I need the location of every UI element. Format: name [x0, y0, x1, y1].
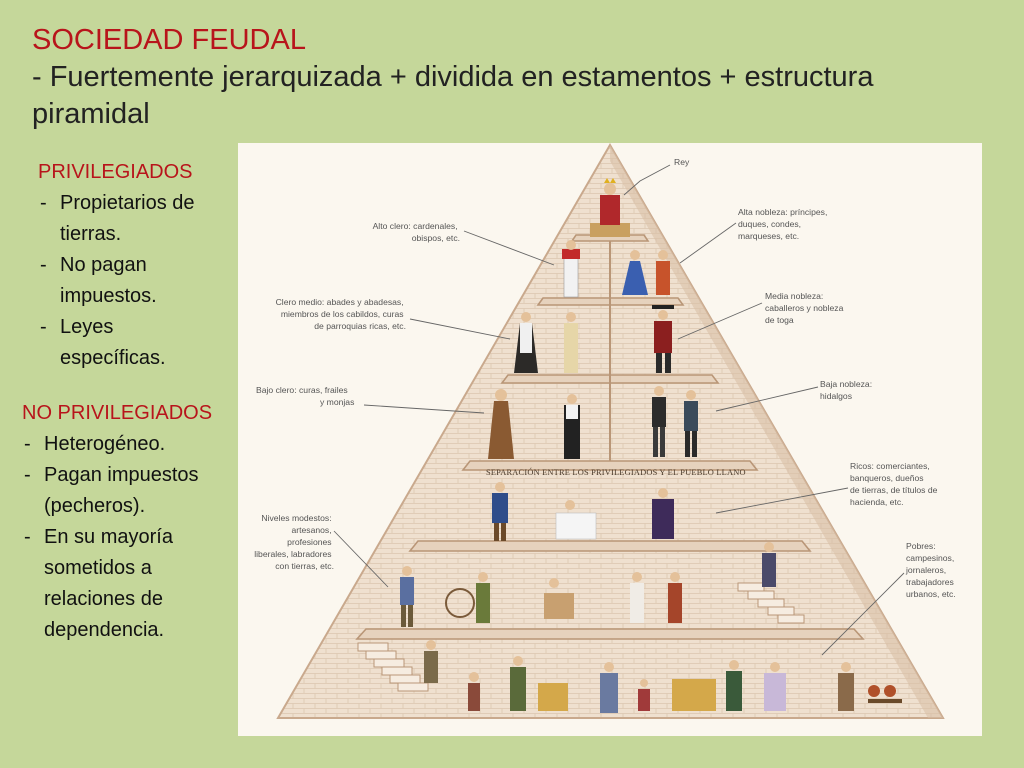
label-bajo-clero: Bajo clero: curas, frailes y monjas — [256, 385, 354, 407]
low-nobility-figures — [652, 386, 698, 457]
label-pobres: Pobres: campesinos, jornaleros, trabajad… — [905, 541, 957, 599]
pyramid-shadow-edge — [610, 145, 943, 718]
label-alta-nobleza: Alta nobleza: príncipes, duques, condes,… — [738, 207, 830, 241]
level-floor-6 — [355, 628, 865, 640]
high-clergy-figures — [562, 240, 580, 298]
level-floor-4 — [461, 460, 759, 471]
stairs-left — [357, 642, 429, 692]
list-item: En su mayoría sometidos a relaciones de … — [22, 522, 232, 646]
privileged-list: Propietarios de tierras. No pagan impues… — [38, 188, 218, 374]
rich-commoners-figures — [492, 482, 674, 541]
level-floor-5 — [408, 540, 812, 552]
high-nobility-figures — [622, 250, 670, 295]
middle-nobility-figures — [652, 305, 674, 373]
list-item: Leyes específicas. — [38, 312, 218, 374]
privileged-heading: PRIVILEGIADOS — [38, 161, 193, 183]
pyramid-levels — [355, 234, 865, 640]
non-privileged-heading: NO PRIVILEGIADOS — [22, 402, 213, 424]
label-baja-nobleza: Baja nobleza: hidalgos — [820, 379, 874, 401]
middle-clergy-figures — [514, 312, 578, 373]
title-subtitle: - Fuertemente jerarquizada + dividida en… — [32, 61, 874, 130]
label-media-nobleza: Media nobleza: caballeros y nobleza de t… — [765, 291, 846, 325]
label-clero-medio: Clero medio: abades y abadesas, miembros… — [276, 297, 406, 331]
slide-title: SOCIEDAD FEUDAL - Fuertemente jerarquiza… — [32, 22, 992, 133]
privileged-column: PRIVILEGIADOS Propietarios de tierras. N… — [38, 157, 218, 374]
label-ricos: Ricos: comerciantes, banqueros, dueños d… — [850, 461, 940, 507]
king-figure — [590, 178, 630, 237]
leader-lines — [333, 164, 905, 656]
list-item: Pagan impuestos (pecheros). — [22, 460, 232, 522]
non-privileged-column: NO PRIVILEGIADOS Heterogéneo. Pagan impu… — [22, 398, 232, 646]
label-niveles-modestos: Niveles modestos: artesanos, profesiones… — [254, 513, 334, 571]
non-privileged-list: Heterogéneo. Pagan impuestos (pecheros).… — [22, 429, 232, 646]
low-clergy-figures — [488, 389, 580, 459]
title-main: SOCIEDAD FEUDAL — [32, 24, 306, 56]
list-item: No pagan impuestos. — [38, 250, 218, 312]
pyramid-svg: SEPARACIÓN ENTRE LOS PRIVILEGIADOS Y EL … — [254, 143, 957, 719]
list-item: Heterogéneo. — [22, 429, 232, 460]
label-alto-clero: Alto clero: cardenales, obispos, etc. — [373, 221, 460, 243]
label-rey: Rey — [674, 157, 690, 167]
annotation-labels: Rey Alto clero: cardenales, obispos, etc… — [254, 157, 957, 599]
poor-figures — [424, 640, 902, 713]
feudal-pyramid-illustration: SEPARACIÓN ENTRE LOS PRIVILEGIADOS Y EL … — [238, 143, 982, 736]
separation-label: SEPARACIÓN ENTRE LOS PRIVILEGIADOS Y EL … — [486, 467, 746, 477]
modest-levels-figures — [400, 542, 776, 627]
list-item: Propietarios de tierras. — [38, 188, 218, 250]
people-figures — [400, 178, 902, 713]
stairs-right — [737, 582, 805, 624]
